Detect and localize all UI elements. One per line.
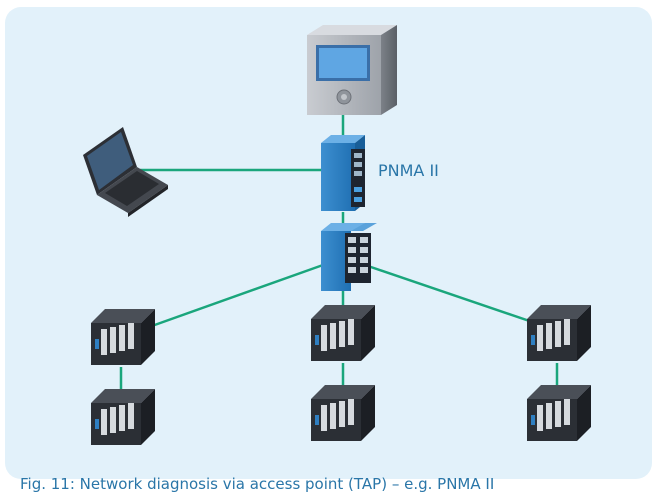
diagram-figure: PNMA II — [5, 7, 652, 479]
io-module-icon — [311, 385, 375, 441]
io-module-icon — [91, 389, 155, 445]
io-module-icon — [311, 305, 375, 361]
server-cabinet-icon — [307, 25, 397, 115]
link-switch-right — [364, 263, 554, 331]
laptop-icon — [83, 127, 168, 217]
io-module-icon — [527, 385, 591, 441]
link-switch-left — [134, 263, 324, 334]
network-diagram — [83, 25, 591, 445]
pnma-tap-device-icon — [321, 135, 365, 211]
io-module-icon — [527, 305, 591, 361]
network-switch-icon — [321, 223, 377, 291]
device-label: PNMA II — [378, 161, 439, 180]
io-module-icon — [91, 309, 155, 365]
figure-caption: Fig. 11: Network diagnosis via access po… — [20, 475, 495, 493]
